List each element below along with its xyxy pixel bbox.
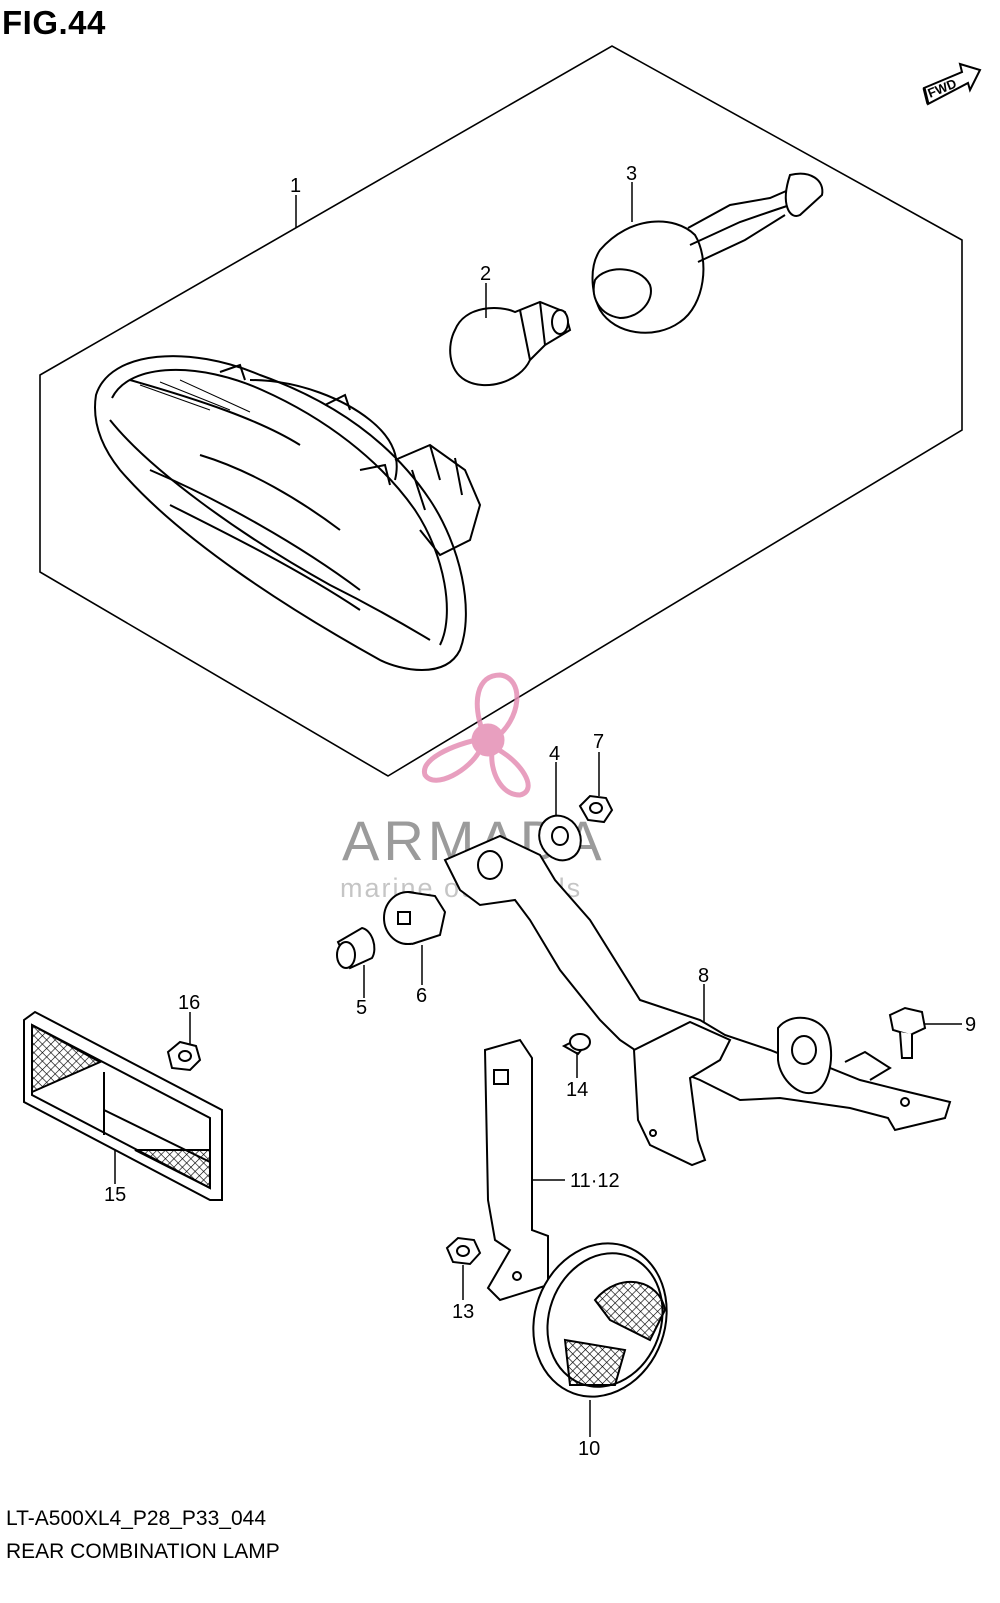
- callout-7: 7: [593, 731, 604, 753]
- callout-16: 16: [178, 992, 200, 1014]
- callout-14: 14: [566, 1079, 588, 1101]
- callout-13: 13: [452, 1301, 474, 1323]
- socket-part-3: [591, 172, 824, 334]
- callout-3: 3: [626, 163, 637, 185]
- callout-4: 4: [549, 743, 560, 765]
- nut-part-13: [445, 1236, 482, 1266]
- bolt-part-9: [888, 1006, 927, 1059]
- assembly-outline: [39, 45, 963, 777]
- callout-labels: 1 2 3 4 5 6 7 8 9 10 11·12 13 14 15 16: [104, 163, 976, 1460]
- callout-10: 10: [578, 1438, 600, 1460]
- nut-part-7: [578, 794, 614, 824]
- propeller-icon: [422, 672, 531, 798]
- fwd-arrow-icon: FWD: [922, 62, 982, 106]
- lamp-housing-part-1: [94, 355, 482, 671]
- callout-8: 8: [698, 965, 709, 987]
- round-reflector-part-10: [532, 1242, 668, 1398]
- callout-15: 15: [104, 1184, 126, 1206]
- callout-2: 2: [480, 263, 491, 285]
- section-name: REAR COMBINATION LAMP: [6, 1540, 280, 1563]
- callout-5: 5: [356, 997, 367, 1019]
- callout-9: 9: [965, 1014, 976, 1036]
- grommet-part-6: [383, 891, 447, 945]
- callout-6: 6: [416, 985, 427, 1007]
- collar-part-5: [336, 926, 376, 970]
- leader-lines: [114, 182, 962, 1437]
- bulb-part-2: [449, 300, 572, 387]
- washer-part-4: [538, 814, 582, 862]
- stay-part-11-12: [483, 1038, 549, 1302]
- nut-part-16: [166, 1040, 202, 1072]
- rect-reflector-part-15: [23, 1010, 223, 1201]
- model-code: LT-A500XL4_P28_P33_044: [6, 1507, 266, 1530]
- figure-title: FIG.44: [2, 4, 106, 41]
- callout-11-12: 11·12: [570, 1170, 620, 1192]
- screw-part-14: [561, 1033, 591, 1056]
- callout-1: 1: [290, 175, 301, 197]
- bracket-part-8: [443, 834, 952, 1167]
